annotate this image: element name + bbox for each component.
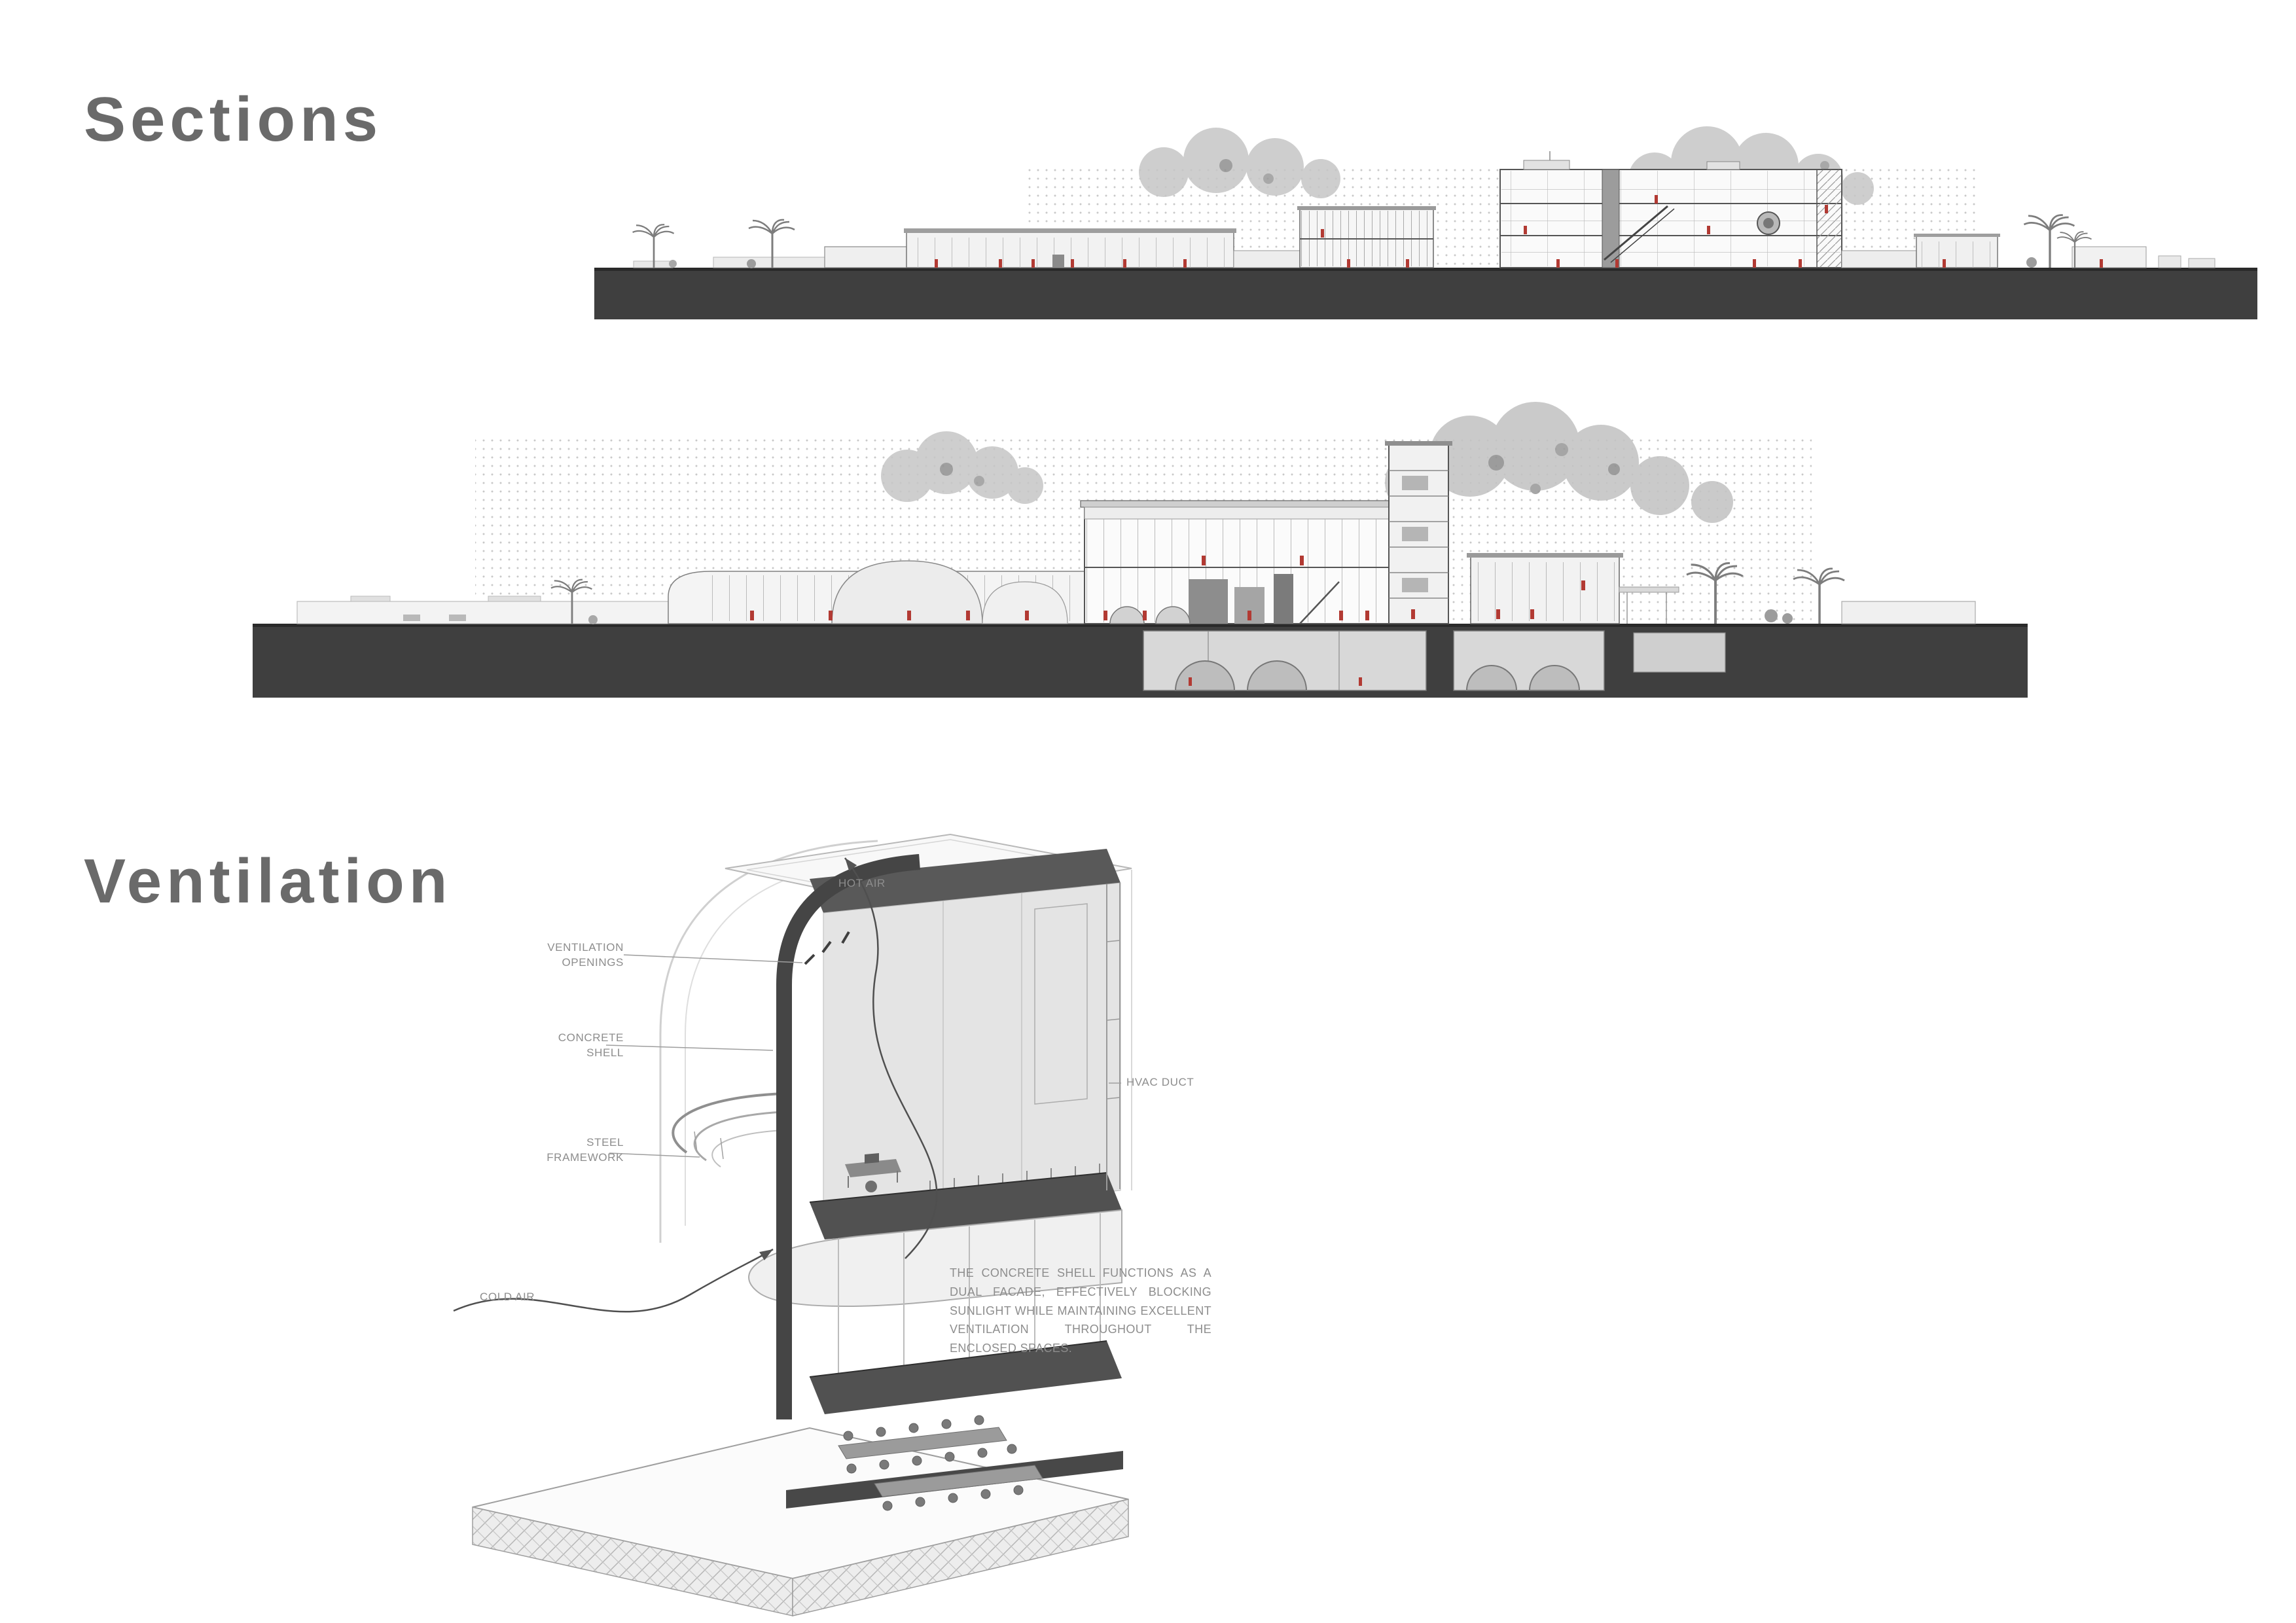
cloud	[1139, 128, 1340, 198]
sections-heading: Sections	[84, 84, 383, 155]
section-drawing-2	[253, 371, 2028, 698]
ventilation-heading: Ventilation	[84, 846, 452, 917]
steel-framework-rings	[672, 1092, 785, 1168]
airflow-arrows	[453, 857, 938, 1313]
basement-section	[1143, 630, 1726, 691]
desk	[845, 1153, 901, 1192]
steel-struts	[838, 1213, 1101, 1374]
concrete-shell-edge	[776, 854, 920, 1419]
ventilation-figure: HOT AIR VENTILATION OPENINGS CONCRETE SH…	[446, 824, 1264, 1619]
section-ground	[594, 268, 2257, 319]
frame-columns	[942, 893, 1022, 1189]
annex-building-left	[668, 560, 1085, 624]
section-drawing-2-svg	[253, 402, 2028, 698]
low-building-left	[633, 228, 1300, 268]
section-ground	[253, 624, 2028, 698]
striped-building	[1297, 206, 1436, 268]
scale-figures	[935, 195, 2103, 268]
ventilation-axon-svg	[453, 833, 1132, 1616]
cafe-tables	[838, 1415, 1043, 1511]
annex-building-right	[1467, 553, 1976, 624]
cold-air-label: COLD AIR	[480, 1291, 535, 1303]
palm-tree	[550, 562, 1846, 625]
base-platform	[472, 1427, 1129, 1616]
ventilation-opening-ticks	[804, 931, 850, 965]
ventilation-note: THE CONCRETE SHELL FUNCTIONS AS A DUAL F…	[950, 1266, 1211, 1355]
section-drawing-1-svg	[594, 126, 2257, 319]
section-drawing-1	[594, 126, 2257, 319]
tower-section	[1385, 441, 1452, 624]
cloud	[1385, 402, 1733, 523]
hvac-duct-label: HVAC DUCT	[1126, 1076, 1194, 1088]
upper-floor-furniture	[929, 1164, 1100, 1190]
lower-floor-slab	[809, 1340, 1122, 1414]
mid-floor-slab	[809, 1172, 1122, 1240]
main-building-section	[1499, 151, 1917, 268]
main-hall-section	[1080, 500, 1401, 624]
palm-tree	[632, 213, 2092, 269]
ceiling-slab	[810, 849, 1121, 913]
ventilation-openings-label: VENTILATION OPENINGS	[547, 941, 624, 969]
label-leader-lines	[605, 954, 1121, 1158]
low-building-right	[1914, 234, 2215, 268]
cloud	[881, 431, 1043, 504]
concrete-shell-label: CONCRETE SHELL	[558, 1031, 624, 1059]
scale-figures	[750, 556, 1585, 620]
steel-framework-label: STEEL FRAMEWORK	[547, 1136, 624, 1164]
hot-air-label: HOT AIR	[838, 877, 886, 889]
hvac-duct	[1106, 870, 1132, 1190]
